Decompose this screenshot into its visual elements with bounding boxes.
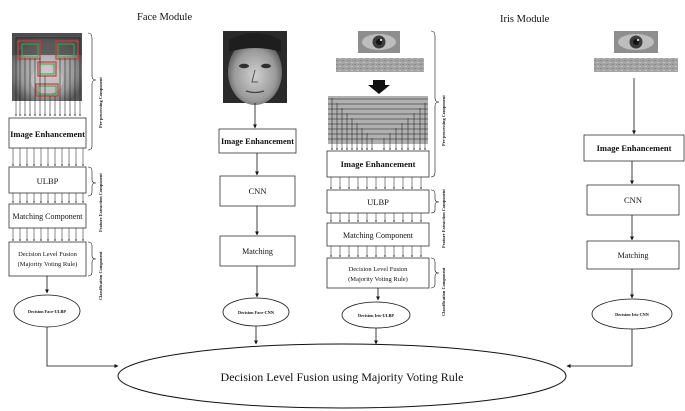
iris-class-brace [430, 257, 440, 289]
iris-cnn-enhancement-box [583, 134, 685, 162]
face-feat-brace [87, 166, 97, 197]
face-cnn-decision-label: Decision Face-CNN [238, 310, 275, 315]
face-module-title: Face Module [137, 12, 192, 23]
iris-cnn-label: CNN [624, 195, 642, 205]
iris-matching-to-fusion-arrows [330, 246, 422, 258]
face-feat-side-label: Feature Extraction Component [98, 173, 103, 232]
iris-cnn-box [586, 184, 680, 216]
iris-normalized-strip [336, 58, 424, 72]
iris-fusion-box [326, 257, 430, 289]
final-fusion-ellipse [117, 343, 567, 409]
face-fusion-box [8, 241, 87, 277]
iris-module-title: Iris Module [500, 14, 550, 25]
final-fusion-label: Decision Level Fusion using Majority Vot… [221, 370, 464, 384]
face-ulbp-to-final-connector [46, 327, 119, 368]
iris-feat-side-label: Feature Extraction Component [441, 189, 446, 248]
face-cnn-enhancement-box [218, 128, 297, 154]
face-ulbp-to-matching-arrows [12, 193, 84, 204]
iris-eye-image-2 [614, 31, 658, 53]
face-pre-side-label: Pre-processing Component [98, 77, 103, 128]
iris-matching-label: Matching Component [343, 231, 414, 240]
iris-enh-to-ulbp-arrows [330, 177, 422, 190]
iris-matching-box [326, 222, 430, 247]
face-ulbp-decision-label: Decision Face-ULBP [28, 309, 66, 314]
iris-cnn-to-final-connector [566, 329, 633, 368]
iris-block-strips [328, 96, 428, 144]
iris-ulbp-enhancement-label: Image Enhancement [341, 159, 416, 169]
face-ulbp-enhancement-label: Image Enhancement [10, 129, 85, 139]
face-roi-arrows [15, 37, 81, 117]
face-cnn-enhancement-label: Image Enhancement [221, 137, 294, 146]
final-fusion-section: Decision Level Fusion using Majority Vot… [46, 326, 633, 409]
iris-fusion-label-2: (Majority Voting Rule) [348, 276, 408, 283]
face-class-brace [87, 241, 97, 277]
iris-pre-brace [430, 30, 440, 178]
iris-cnn-enhancement-label: Image Enhancement [597, 143, 672, 153]
face-class-side-label: Classification Component [98, 251, 103, 300]
face-fusion-label-2: (Majority Voting Rule) [18, 261, 78, 268]
face-matching-to-fusion-arrows [12, 228, 84, 242]
face-ulbp-box [8, 166, 87, 194]
face-cnn-box [219, 175, 296, 207]
iris-ulbp-enhancement-box [326, 150, 430, 178]
iris-cnn-matching-box [586, 240, 680, 270]
face-photo [223, 31, 287, 105]
iris-ulbp-label: ULBP [367, 197, 389, 207]
iris-ulbp-box [326, 189, 430, 214]
face-ulbp-column: Image Enhancement ULBP [8, 32, 103, 328]
face-cnn-label: CNN [249, 186, 267, 196]
face-cnn-column: Image Enhancement CNN Matching Decision … [218, 31, 297, 327]
iris-pre-side-label: Pre-processing Component [441, 95, 446, 146]
face-ulbp-enhancement-box [8, 117, 87, 149]
face-cnn-matching-box [219, 235, 296, 267]
face-ulbp-label: ULBP [37, 176, 59, 186]
iris-cnn-matching-label: Matching [618, 251, 649, 260]
face-roi-image [12, 33, 82, 101]
face-fusion-label-1: Decision Level Fusion [18, 251, 78, 258]
iris-ulbp-column: Image Enhancement ULBP [326, 30, 446, 329]
iris-ulbp-to-matching-arrows [330, 213, 422, 223]
iris-class-side-label: Classification Component [441, 267, 446, 316]
iris-feat-brace [430, 189, 440, 214]
iris-fusion-label-1: Decision Level Fusion [349, 266, 409, 273]
iris-cnn-column: Image Enhancement CNN Matching Decision … [583, 31, 685, 330]
iris-strip-arrows [331, 98, 426, 151]
face-matching-box [8, 203, 87, 229]
face-matching-label: Matching Component [13, 212, 84, 221]
iris-down-arrow-icon [368, 80, 390, 94]
face-pre-brace [87, 32, 97, 151]
iris-normalized-strip-2 [594, 58, 678, 72]
iris-ulbp-decision-label: Decision Iris-ULBP [358, 313, 394, 318]
iris-cnn-decision-label: Decision Iris-CNN [615, 312, 650, 317]
face-enh-to-ulbp-arrows [12, 148, 84, 167]
face-cnn-matching-label: Matching [242, 247, 273, 256]
iris-eye-image [358, 31, 400, 53]
